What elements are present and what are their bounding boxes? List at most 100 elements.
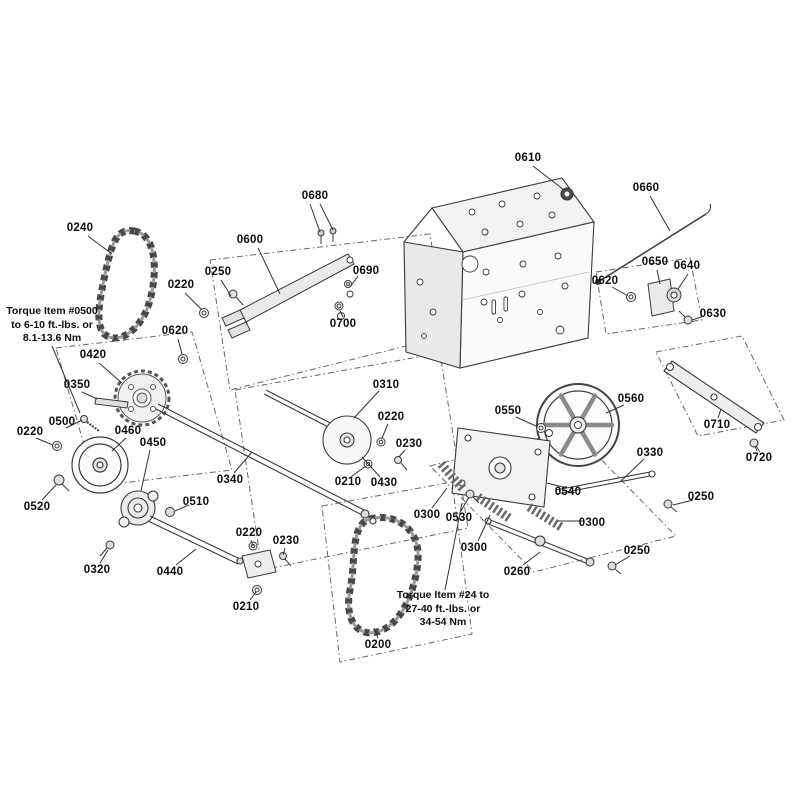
- part-callout-0720-27: 0720: [745, 452, 773, 464]
- part-callout-0210-45: 0210: [232, 601, 260, 613]
- part-callout-0630-11: 0630: [699, 308, 727, 320]
- part-callout-0520-34: 0520: [23, 501, 51, 513]
- part-callout-0300-40: 0300: [460, 542, 488, 554]
- rod-0260: [484, 517, 595, 567]
- part-callout-0500-20: 0500: [48, 416, 76, 428]
- part-callout-0220-23: 0220: [16, 426, 44, 438]
- bolt-0530: [465, 489, 480, 504]
- leader-lines: [35, 165, 758, 639]
- axle-0340: [155, 403, 377, 525]
- washer-0210-bottom: [252, 585, 262, 595]
- part-callout-0420-14: 0420: [79, 349, 107, 361]
- gearbox-0450: [118, 490, 159, 528]
- part-callout-0690-6: 0690: [352, 265, 380, 277]
- washer-0220-left: [52, 441, 62, 451]
- part-callout-0610-0: 0610: [514, 152, 542, 164]
- bracket-0650: [626, 278, 693, 325]
- part-callout-0710-21: 0710: [703, 419, 731, 431]
- shaft-0310: [263, 389, 341, 433]
- washers-0550: [536, 423, 553, 437]
- part-callout-0350-15: 0350: [63, 379, 91, 391]
- part-callout-0230-25: 0230: [395, 438, 423, 450]
- bolt-0720: [749, 438, 761, 453]
- springs-0300: [437, 461, 564, 531]
- washer-0220-mid: [376, 437, 386, 447]
- chain-0240: [95, 227, 158, 342]
- part-callout-0700-12: 0700: [329, 318, 357, 330]
- part-callout-0250-32: 0250: [687, 491, 715, 503]
- part-callout-0230-39: 0230: [272, 535, 300, 547]
- part-callout-0300-37: 0300: [578, 517, 606, 529]
- part-callout-0680-2: 0680: [301, 190, 329, 202]
- sprocket-0420: [113, 369, 171, 427]
- nut-0510: [165, 507, 175, 517]
- part-callout-0440-43: 0440: [156, 566, 184, 578]
- bolt-0250-right: [663, 499, 678, 513]
- part-callout-0540-31: 0540: [554, 486, 582, 498]
- part-callout-0650-8: 0650: [641, 256, 669, 268]
- washer-0620-right: [626, 292, 636, 302]
- part-callout-0200-46: 0200: [364, 639, 392, 651]
- frame-housing: [403, 177, 595, 369]
- torque-note-24-line-2: 34-54 Nm: [419, 616, 467, 629]
- part-callout-0220-38: 0220: [235, 527, 263, 539]
- part-callout-0210-29: 0210: [334, 476, 362, 488]
- bolt-0520: [53, 474, 70, 492]
- part-callout-0660-1: 0660: [632, 182, 660, 194]
- part-callout-0600-4: 0600: [236, 234, 264, 246]
- rod-0330: [555, 470, 656, 495]
- dashed-region-bracket: [595, 257, 703, 335]
- part-callout-0460-22: 0460: [114, 425, 142, 437]
- torque-note-24-line-0: Torque Item #24 to: [396, 589, 490, 601]
- roller-0640: [666, 287, 682, 303]
- wheel-spokes: [541, 393, 615, 457]
- dashed-region-axle: [234, 352, 469, 571]
- torque-note-0500-line-1: to 6-10 ft.-lbs. or: [11, 318, 93, 331]
- torque-note-24-line-1: 27-40 ft.-lbs. or: [405, 602, 481, 615]
- bolt-0250-bottom-right: [607, 561, 622, 575]
- shaft-0350: [94, 397, 129, 409]
- bolt-0250-top: [228, 289, 244, 306]
- bolt-0230-bottom: [279, 552, 292, 567]
- grommet-0610: [560, 187, 574, 201]
- screw-0500: [80, 415, 100, 432]
- bolt-0320: [99, 540, 115, 557]
- control-rod-0660: [595, 203, 711, 285]
- part-callout-0560-18: 0560: [617, 393, 645, 405]
- part-callout-0450-24: 0450: [139, 437, 167, 449]
- part-callout-0620-10: 0620: [591, 275, 619, 287]
- part-callout-0430-30: 0430: [370, 477, 398, 489]
- part-callout-0220-7: 0220: [167, 279, 195, 291]
- dashed-region-sprocket: [55, 331, 233, 487]
- part-callout-0250-5: 0250: [204, 266, 232, 278]
- pulley-0460: [71, 436, 129, 494]
- lift-arm-0600: [178, 227, 355, 364]
- washers-0700: [334, 301, 345, 320]
- part-callout-0510-33: 0510: [182, 496, 210, 508]
- part-callout-0530-36: 0530: [445, 512, 473, 524]
- chain-0200: [345, 514, 422, 637]
- part-callout-0550-17: 0550: [494, 405, 522, 417]
- washers-0690: [344, 280, 354, 298]
- part-callout-0330-26: 0330: [636, 447, 664, 459]
- part-callout-0300-35: 0300: [413, 509, 441, 521]
- shaft-0440: [147, 515, 244, 565]
- dashed-region-idler-arm: [655, 335, 785, 437]
- part-callout-0220-19: 0220: [377, 411, 405, 423]
- idler-arm-0710: [663, 360, 765, 434]
- part-callout-0260-44: 0260: [503, 566, 531, 578]
- frame-left-panel: [403, 241, 464, 369]
- plate-0540: [451, 427, 551, 508]
- washer-0620-left: [178, 354, 188, 364]
- part-callout-0340-28: 0340: [216, 474, 244, 486]
- part-callout-0320-42: 0320: [83, 564, 111, 576]
- bolt-0630: [678, 310, 693, 325]
- part-callout-0240-3: 0240: [66, 222, 94, 234]
- bolts-0680: [317, 227, 337, 244]
- bracket-bottom: [241, 541, 292, 595]
- part-callout-0620-13: 0620: [161, 325, 189, 337]
